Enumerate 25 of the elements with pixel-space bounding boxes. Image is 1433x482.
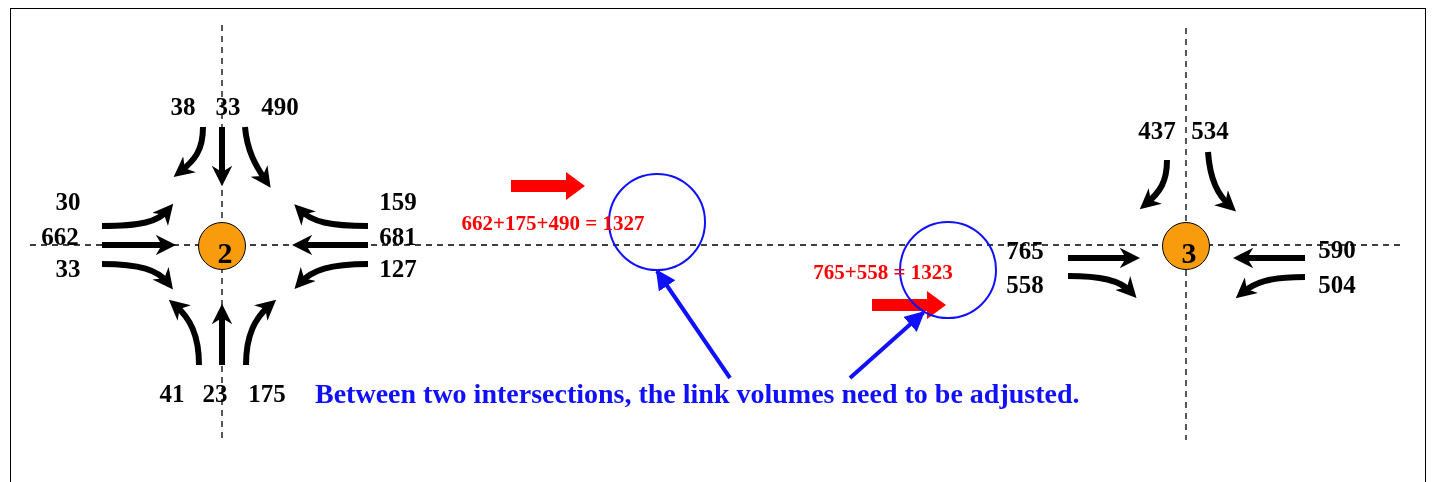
volume-number: 175 [248,380,286,406]
volume-number: 23 [202,380,228,406]
volume-number: 127 [379,255,417,281]
intersection-node [1162,222,1210,270]
volume-number: 590 [1318,236,1356,262]
volume-number: 534 [1191,117,1229,143]
pointer-arrow [655,269,732,380]
pointer-arrow [848,310,925,380]
note-text: Between two intersections, the link volumes need to be adjusted. [315,378,1080,409]
volume-number: 504 [1318,271,1356,297]
volume-number: 662 [41,223,79,249]
volume-number: 490 [261,93,299,119]
volume-number: 30 [55,188,81,214]
volume-number: 38 [170,93,196,119]
volume-number: 159 [379,188,417,214]
intersection-number: 2 [217,238,233,268]
volume-number: 437 [1138,117,1176,143]
volume-number: 681 [379,223,417,249]
intersection-number: 3 [1181,238,1197,268]
volume-number: 33 [215,93,241,119]
volume-number: 765 [1006,237,1044,263]
volume-number: 33 [55,255,81,281]
intersection-node [198,222,246,270]
volume-number: 558 [1006,271,1044,297]
volume-number: 41 [159,380,185,406]
